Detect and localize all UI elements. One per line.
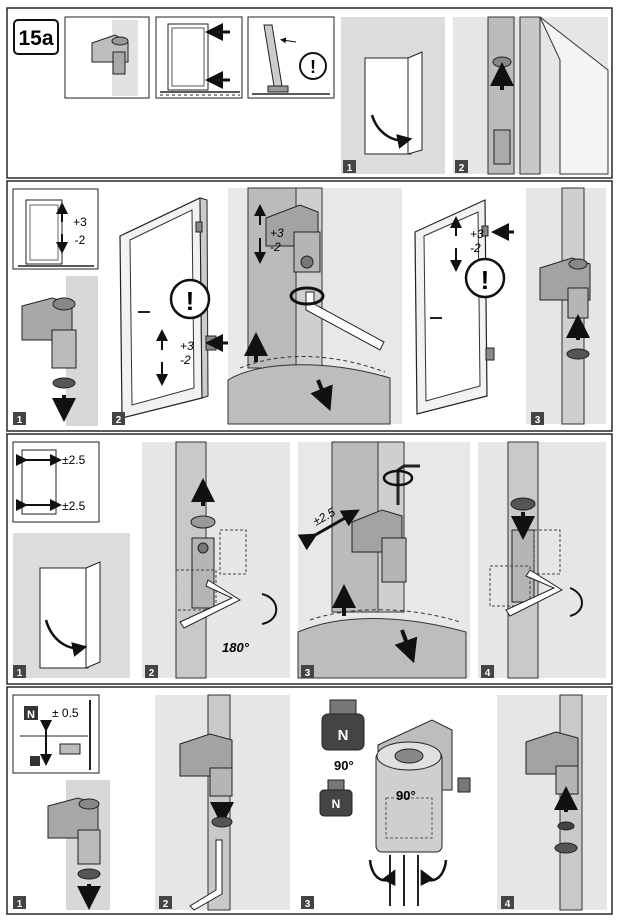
- inset-letter: N: [27, 709, 35, 721]
- angle-left: 90°: [334, 758, 354, 773]
- cap-removal-step-1c: 1: [13, 780, 110, 910]
- row-1: 15a !: [6, 7, 613, 179]
- step-number: 2: [163, 899, 169, 910]
- top-value: ±2.5: [62, 453, 86, 467]
- hinge-thumbnail: [64, 16, 150, 99]
- letter-big: N: [338, 727, 349, 744]
- bottom-value: ±2.5: [62, 499, 86, 513]
- contact-pressure-inset: N ± 0.5: [12, 694, 100, 774]
- warning-icon: [464, 257, 506, 299]
- angle-right: 90°: [396, 788, 416, 803]
- warning-icon: [299, 52, 327, 80]
- hinge-plus-value: +3: [270, 226, 284, 240]
- step-number: 1: [17, 415, 23, 426]
- step-number: 2: [459, 163, 465, 174]
- warning-icon: [169, 278, 211, 320]
- row-3: ±2.5 ±2.5 1 180° 2: [6, 433, 613, 685]
- cap-insert-step-3: 3: [526, 187, 606, 426]
- profile-warning-thumbnail: !: [247, 16, 335, 99]
- pin-up-step-2: 2: [453, 16, 609, 175]
- figure-id: 15a: [18, 27, 53, 50]
- warning-symbol-large: !: [186, 286, 195, 316]
- step-number: 3: [305, 668, 311, 679]
- step-number: 4: [505, 899, 511, 910]
- step-number: 2: [149, 668, 155, 679]
- step-number: 4: [485, 668, 491, 679]
- step-number: 1: [17, 668, 23, 679]
- door-open-step-1b: 1: [13, 533, 130, 679]
- door2-plus-value: +3: [470, 227, 484, 241]
- letter-mid: N: [332, 797, 341, 811]
- warning-symbol-large-2: !: [481, 265, 490, 295]
- door-minus-value: -2: [180, 353, 191, 367]
- cap-replace-step-4: 4: [478, 441, 606, 679]
- inset-plus-value: +3: [73, 215, 87, 229]
- height-inset: +3 -2: [12, 188, 99, 270]
- inset-minus-value: -2: [75, 233, 86, 247]
- cap-insert-step-4: 4: [497, 694, 607, 911]
- lateral-inset: ±2.5 ±2.5: [12, 441, 100, 523]
- cap-removal-step-1: 1: [13, 276, 98, 426]
- window-arrows-thumbnail: [155, 16, 243, 99]
- inset-value: ± 0.5: [52, 706, 79, 720]
- step-number: 2: [116, 415, 122, 426]
- key-rotate-step-2: 180° 2: [142, 441, 290, 679]
- row-2: +3 -2 1 ! +3 -2: [6, 180, 613, 432]
- step-number: 3: [535, 415, 541, 426]
- warning-symbol-small: !: [310, 57, 316, 77]
- step-number: 1: [17, 899, 23, 910]
- pressure-rotate-step-3: N 90° N 90° 3: [298, 695, 490, 910]
- door2-minus-value: -2: [470, 241, 481, 255]
- door-open-step-1: 1: [341, 17, 445, 174]
- lateral-adjust-step-3: ±2.5 3: [297, 441, 470, 679]
- hinge-height-adjust: +3 -2: [227, 187, 402, 425]
- row-4: N ± 0.5 1: [6, 686, 613, 915]
- door-adjust-step-2: ! +3 -2 2: [112, 197, 230, 426]
- figure-badge: 15a: [13, 19, 59, 55]
- key-insert-step-2: 2: [155, 694, 290, 911]
- step-number: 3: [305, 899, 311, 910]
- step-number: 1: [347, 163, 353, 174]
- hinge-minus-value: -2: [270, 240, 281, 254]
- rotation-value: 180°: [222, 640, 250, 655]
- door-plus-value: +3: [180, 339, 194, 353]
- door-adjust-repeat: +3 -2 !: [414, 199, 514, 415]
